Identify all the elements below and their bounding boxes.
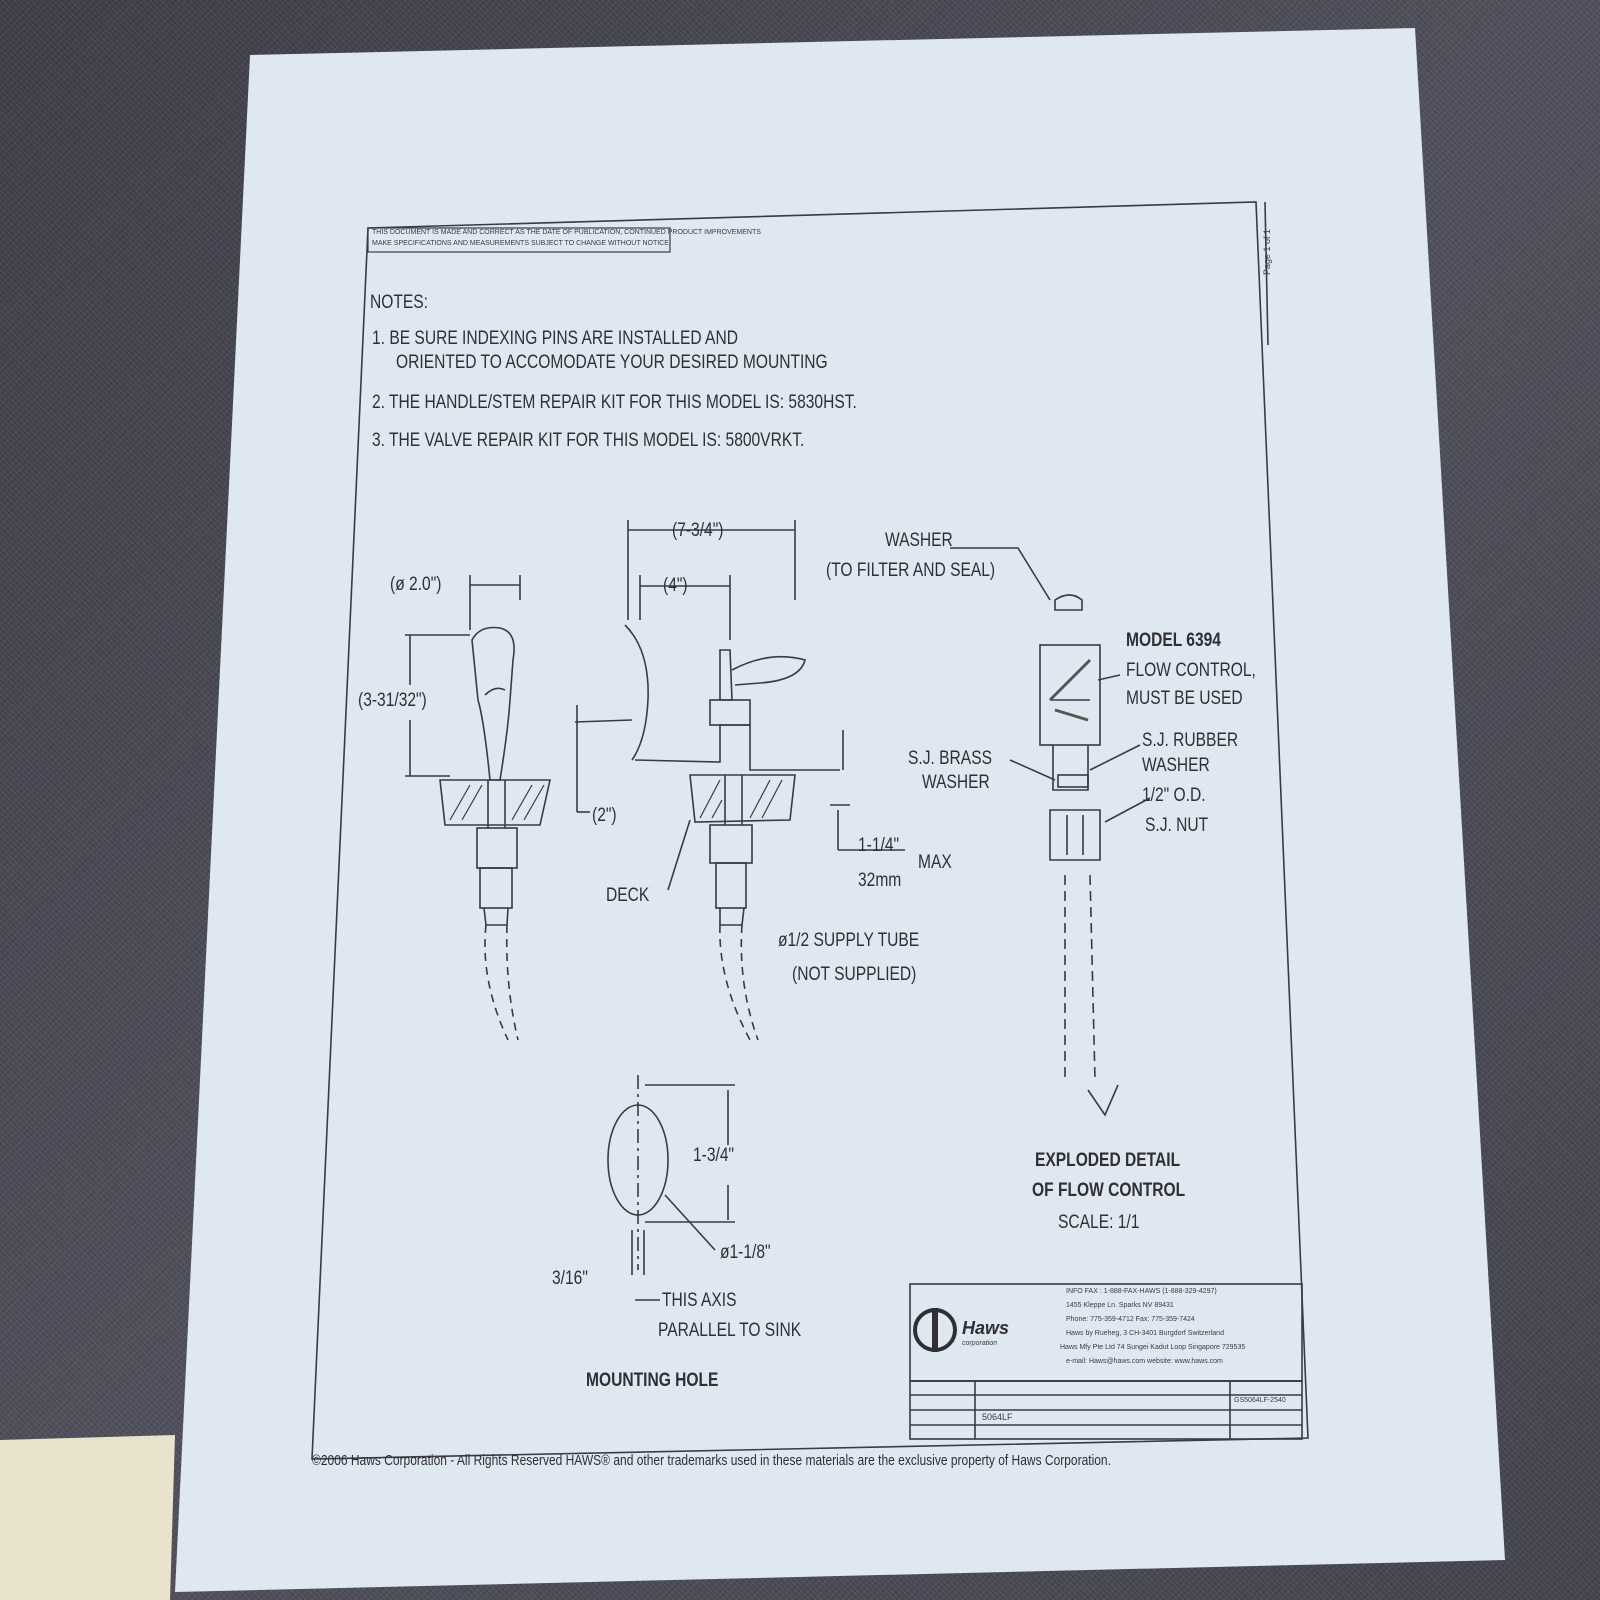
dim-dia-2: (ø 2.0"): [390, 574, 442, 595]
info-line-2: 1455 Kleppe Ln. Sparks NV 89431: [1066, 1302, 1174, 1309]
info-line-6: e-mail: Haws@haws.com website: www.haws.…: [1066, 1358, 1223, 1365]
dim-overall: (7-3/4"): [672, 520, 724, 541]
dim-deck-max-label: MAX: [918, 852, 952, 873]
header-box-line-2: MAKE SPECIFICATIONS AND MEASUREMENTS SUB…: [372, 240, 669, 247]
hole-height: 1-3/4": [693, 1145, 735, 1166]
flow-control-label: FLOW CONTROL,: [1126, 660, 1256, 681]
copyright-line: ©2006 Haws Corporation - All Rights Rese…: [312, 1452, 1111, 1469]
dim-deck-max: 1-1/4": [858, 835, 900, 856]
dim-height: (3-31/32"): [358, 690, 427, 711]
brand-sub: corporation: [962, 1340, 998, 1347]
mounting-hole-title: MOUNTING HOLE: [586, 1370, 719, 1391]
supply-tube-note: (NOT SUPPLIED): [792, 964, 917, 985]
brand-name: Haws: [962, 1318, 1010, 1338]
note-1-cont: ORIENTED TO ACCOMODATE YOUR DESIRED MOUN…: [396, 352, 828, 373]
brass-washer-label: S.J. BRASS: [908, 748, 992, 769]
notes-heading: NOTES:: [370, 292, 429, 313]
model-label: MODEL 6394: [1126, 630, 1221, 651]
flow-control-note: MUST BE USED: [1126, 688, 1243, 709]
brass-washer-label-2: WASHER: [922, 772, 990, 793]
header-box-line-1: THIS DOCUMENT IS MADE AND CORRECT AS THE…: [372, 229, 761, 236]
exploded-detail-title-2: OF FLOW CONTROL: [1032, 1180, 1186, 1201]
exploded-detail-title: EXPLODED DETAIL: [1035, 1150, 1181, 1171]
dim-reach: (4"): [663, 575, 688, 596]
deck-label: DECK: [606, 885, 650, 906]
slot-width: 3/16": [552, 1268, 588, 1289]
note-1: 1. BE SURE INDEXING PINS ARE INSTALLED A…: [372, 328, 738, 349]
axis-label: THIS AXIS: [662, 1290, 737, 1311]
supply-tube-label: ø1/2 SUPPLY TUBE: [778, 930, 920, 951]
scale-label: SCALE: 1/1: [1058, 1212, 1140, 1233]
washer-label: WASHER: [885, 530, 953, 551]
note-3: 3. THE VALVE REPAIR KIT FOR THIS MODEL I…: [372, 430, 805, 451]
note-2: 2. THE HANDLE/STEM REPAIR KIT FOR THIS M…: [372, 392, 857, 413]
dim-deck-mm: 32mm: [858, 870, 902, 891]
rubber-washer-label-2: WASHER: [1142, 755, 1210, 776]
axis-label-2: PARALLEL TO SINK: [658, 1320, 802, 1341]
hole-dia: ø1-1/8": [720, 1242, 771, 1263]
washer-note: (TO FILTER AND SEAL): [826, 560, 996, 581]
dim-two-inch: (2"): [592, 805, 617, 826]
page-marker: Page 1 of 1: [1262, 228, 1272, 275]
info-line-4: Haws by Rueheg, 3 CH-3401 Burgdorf Switz…: [1066, 1330, 1224, 1337]
doc-number: GS5064LF-2540: [1234, 1397, 1286, 1404]
nut-label: 1/2" O.D.: [1142, 785, 1206, 806]
model-number: 5064LF: [982, 1412, 1013, 1422]
info-line-1: INFO FAX : 1-888-FAX-HAWS (1-888-329-429…: [1066, 1288, 1217, 1295]
nut-label-2: S.J. NUT: [1145, 815, 1209, 836]
rubber-washer-label: S.J. RUBBER: [1142, 730, 1239, 751]
info-line-3: Phone: 775-359-4712 Fax: 775-359-7424: [1066, 1316, 1195, 1323]
info-line-5: Haws Mfy Pte Ltd 74 Sungei Kadut Loop Si…: [1060, 1344, 1246, 1351]
